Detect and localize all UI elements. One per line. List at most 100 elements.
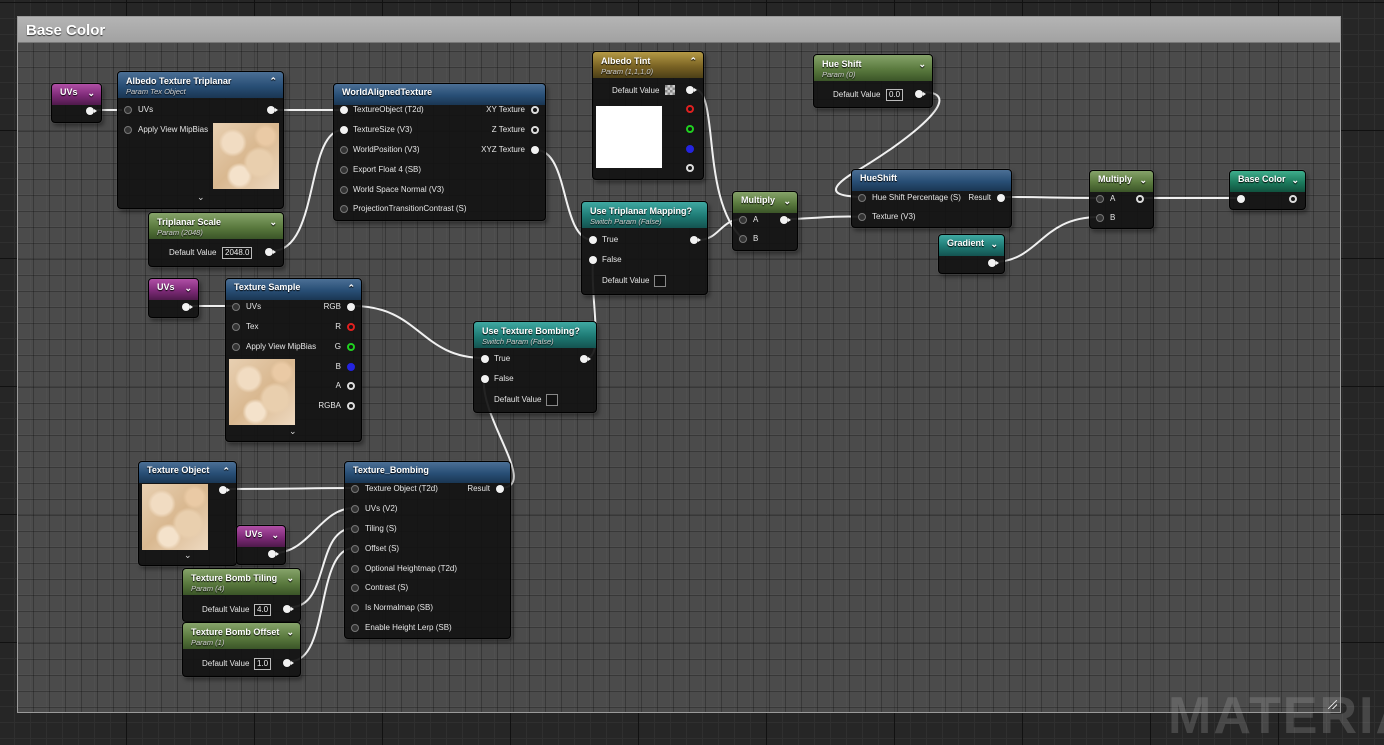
chevron-down-icon[interactable]: ⌄ (286, 627, 294, 637)
chevron-up-icon[interactable]: ⌃ (222, 466, 230, 476)
input-pin[interactable] (340, 146, 348, 154)
default-value-checkbox[interactable] (546, 394, 558, 406)
output-pin[interactable] (268, 550, 279, 558)
default-value-field[interactable]: 2048.0 (222, 247, 253, 259)
input-pin[interactable] (351, 624, 359, 632)
output-pin[interactable] (267, 106, 278, 114)
input-pin[interactable] (124, 126, 132, 134)
chevron-down-icon[interactable]: ⌄ (269, 217, 277, 227)
output-pin[interactable] (780, 216, 791, 224)
chevron-down-icon[interactable]: ⌄ (1139, 175, 1147, 185)
output-pin-a[interactable] (347, 382, 355, 390)
output-pin[interactable] (182, 303, 193, 311)
default-value-field[interactable]: 0.0 (886, 89, 904, 101)
hueshift-node[interactable]: HueShift Hue Shift Percentage (S) Textur… (851, 169, 1012, 228)
output-pin-rgba[interactable] (347, 402, 355, 410)
output-pin[interactable] (219, 486, 230, 494)
output-pin[interactable] (531, 146, 539, 154)
output-pin[interactable] (690, 236, 701, 244)
input-pin-a[interactable] (1096, 195, 1104, 203)
output-pin[interactable] (1136, 195, 1144, 203)
default-value-field[interactable]: 1.0 (254, 658, 272, 670)
output-pin[interactable] (531, 126, 539, 134)
output-pin-g[interactable] (686, 125, 694, 133)
comment-title[interactable]: Base Color (18, 17, 1340, 43)
output-pin[interactable] (686, 86, 697, 94)
chevron-up-icon[interactable]: ⌃ (269, 76, 277, 86)
input-pin[interactable] (351, 525, 359, 533)
input-pin[interactable] (351, 485, 359, 493)
use-triplanar-mapping-node[interactable]: Use Triplanar Mapping?Switch Param (Fals… (581, 201, 708, 295)
output-pin[interactable] (1289, 195, 1297, 203)
node-header[interactable]: Gradient⌄ (939, 235, 1004, 256)
node-header[interactable]: Use Texture Bombing?Switch Param (False) (474, 322, 596, 348)
input-pin[interactable] (589, 236, 597, 244)
node-header[interactable]: HueShift (852, 170, 1011, 191)
node-header[interactable]: Texture Sample⌃ (226, 279, 361, 300)
input-pin[interactable] (858, 213, 866, 221)
chevron-down-icon[interactable]: ⌄ (184, 283, 192, 293)
chevron-down-icon[interactable]: ⌄ (918, 59, 926, 69)
input-pin[interactable] (340, 205, 348, 213)
world-aligned-texture-node[interactable]: WorldAlignedTexture TextureObject (T2d) … (333, 83, 546, 221)
uvs-node-header[interactable]: UVs⌄ (52, 84, 101, 105)
gradient-node[interactable]: Gradient⌄ (938, 234, 1005, 274)
node-header[interactable]: Multiply⌄ (1090, 171, 1153, 192)
input-pin[interactable] (124, 106, 132, 114)
output-pin[interactable] (86, 107, 97, 115)
input-pin[interactable] (481, 355, 489, 363)
multiply-node-1[interactable]: Multiply⌄ A B (732, 191, 798, 251)
chevron-down-icon[interactable]: ⌄ (289, 426, 297, 436)
input-pin[interactable] (351, 545, 359, 553)
input-pin[interactable] (340, 166, 348, 174)
node-header[interactable]: Multiply⌄ (733, 192, 797, 213)
output-pin-r[interactable] (347, 323, 355, 331)
default-value-checkbox[interactable] (654, 275, 666, 287)
input-pin[interactable] (351, 565, 359, 573)
input-pin[interactable] (1237, 195, 1245, 203)
node-header[interactable]: WorldAlignedTexture (334, 84, 545, 105)
node-header[interactable]: UVs⌄ (237, 526, 285, 547)
output-pin-r[interactable] (686, 105, 694, 113)
output-pin-b[interactable] (686, 145, 694, 153)
texture-bombing-node[interactable]: Texture_Bombing Texture Object (T2d) UVs… (344, 461, 511, 639)
node-header[interactable]: UVs⌄ (149, 279, 198, 300)
input-pin-a[interactable] (739, 216, 747, 224)
texture-object-node[interactable]: Texture Object⌃ ⌄ (138, 461, 237, 566)
output-pin-b[interactable] (347, 363, 355, 371)
output-pin[interactable] (997, 194, 1005, 202)
chevron-up-icon[interactable]: ⌃ (347, 283, 355, 293)
chevron-down-icon[interactable]: ⌄ (783, 196, 791, 206)
chevron-up-icon[interactable]: ⌃ (689, 56, 697, 66)
output-pin[interactable] (283, 605, 294, 613)
input-pin[interactable] (351, 604, 359, 612)
chevron-down-icon[interactable]: ⌄ (197, 192, 205, 202)
default-value-field[interactable]: 4.0 (254, 604, 272, 616)
input-pin[interactable] (340, 126, 348, 134)
input-pin[interactable] (351, 584, 359, 592)
chevron-down-icon[interactable]: ⌄ (990, 239, 998, 249)
output-pin[interactable] (988, 259, 999, 267)
output-pin-g[interactable] (347, 343, 355, 351)
base-color-node[interactable]: Base Color⌄ (1229, 170, 1306, 210)
chevron-down-icon[interactable]: ⌄ (87, 88, 95, 98)
output-pin[interactable] (531, 106, 539, 114)
output-pin[interactable] (915, 90, 926, 98)
color-swatch-icon[interactable] (665, 85, 675, 95)
input-pin[interactable] (351, 505, 359, 513)
input-pin[interactable] (858, 194, 866, 202)
input-pin[interactable] (481, 375, 489, 383)
node-header[interactable]: Texture_Bombing (345, 462, 510, 483)
output-pin[interactable] (265, 248, 276, 256)
resize-grip-icon[interactable] (1328, 700, 1337, 709)
input-pin[interactable] (232, 323, 240, 331)
